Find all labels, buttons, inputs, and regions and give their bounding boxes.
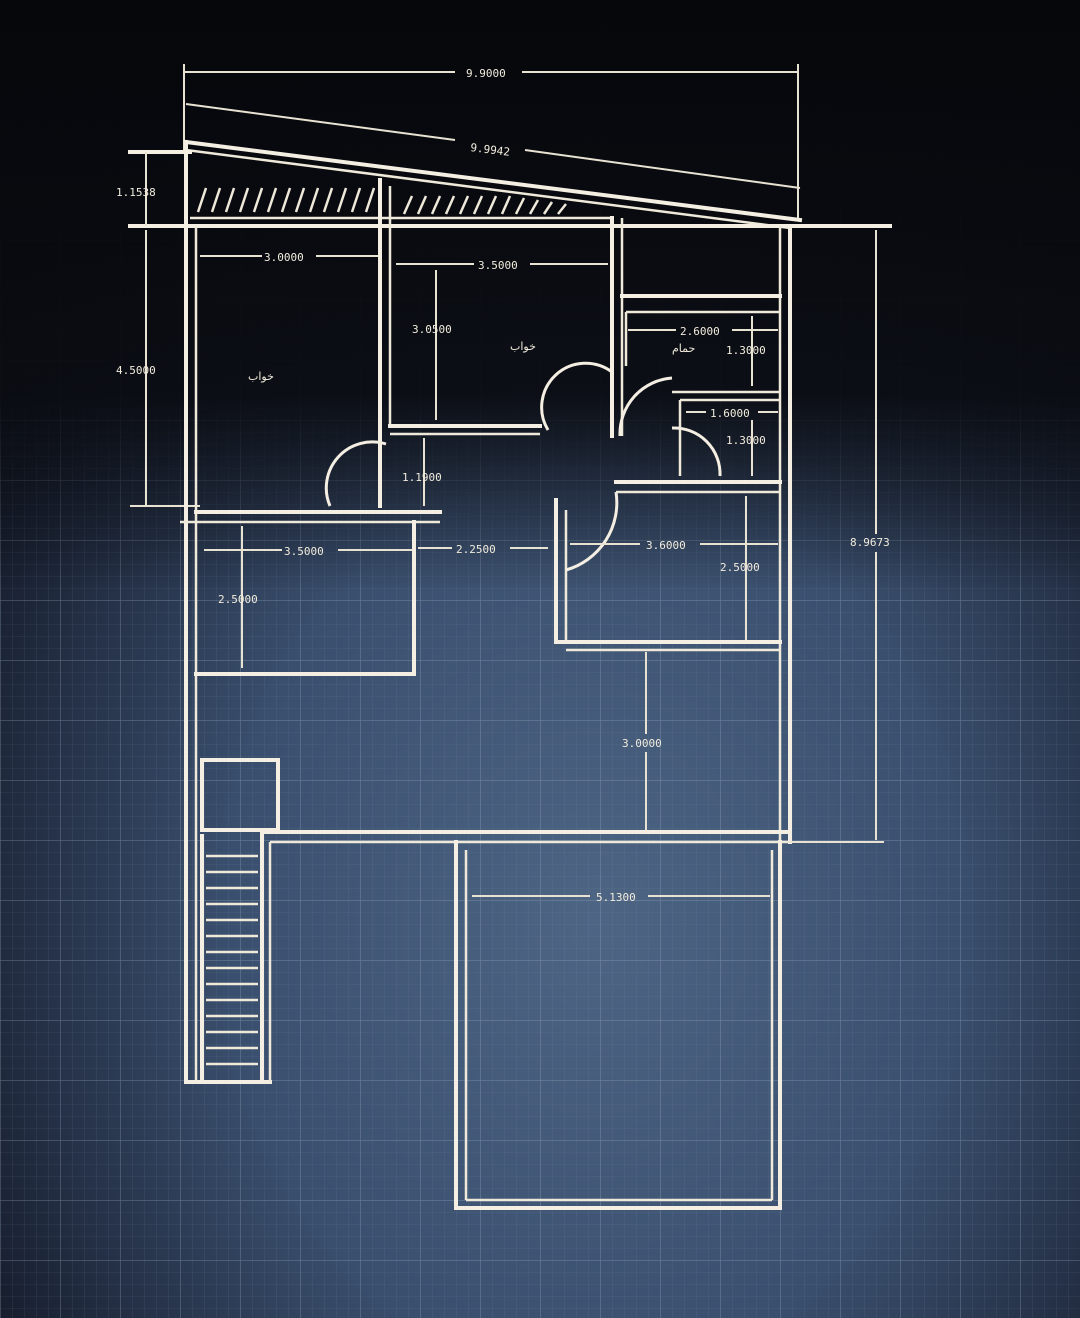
dim-label-right-height: 8.9673 <box>850 536 890 549</box>
bath-room: 2.6000 1.3000 حمام <box>618 294 782 437</box>
room-lower-right: 3.6000 2.5000 <box>554 480 782 652</box>
dim-overall-width: 9.9000 <box>183 64 799 220</box>
dim-label-sloped-width: 9.9942 <box>470 141 511 159</box>
dim-sloped-width: 9.9942 <box>185 103 801 189</box>
staircase <box>200 758 280 1084</box>
dim-right-height: 8.9673 <box>790 230 890 843</box>
dim-label-lower-right-height: 2.5000 <box>720 561 760 574</box>
bedroom-left: 3.0000 خواب <box>180 178 442 524</box>
dim-label-wc-height: 1.3000 <box>726 434 766 447</box>
dim-roof-depth: 1.1538 <box>116 152 156 226</box>
dim-label-bedroom-mid-width: 3.5000 <box>478 259 518 272</box>
terrace: 5.1300 <box>454 840 782 1210</box>
dim-label-bath-width: 2.6000 <box>680 325 720 338</box>
dim-label-lower-left-width: 3.5000 <box>284 545 324 558</box>
dim-label-bedroom-left-width: 3.0000 <box>264 251 304 264</box>
dim-label-lower-left-height: 2.5000 <box>218 593 258 606</box>
dim-label-terrace-width: 5.1300 <box>596 891 636 904</box>
bedroom-middle: 3.5000 3.0500 خواب <box>324 216 624 507</box>
dim-corridor: 2.2500 <box>418 543 548 556</box>
dim-hall-small: 1.1900 <box>402 438 442 506</box>
dim-label-lower-right-width: 3.6000 <box>646 539 686 552</box>
room-label-bedroom-left: خواب <box>248 370 274 383</box>
dim-label-wc-width: 1.6000 <box>710 407 750 420</box>
roof-pergola <box>128 139 892 230</box>
room-lower-left: 3.5000 2.5000 <box>194 520 416 676</box>
dim-lower-corridor: 3.0000 <box>622 652 662 830</box>
outer-walls <box>184 140 792 1084</box>
dim-label-corridor: 2.2500 <box>456 543 496 556</box>
wc-room: 1.6000 1.3000 <box>671 390 780 477</box>
dim-label-lower-corridor: 3.0000 <box>622 737 662 750</box>
dim-label-roof-depth: 1.1538 <box>116 186 156 199</box>
dim-label-overall-width: 9.9000 <box>466 67 506 80</box>
dim-label-left-height: 4.5000 <box>116 364 156 377</box>
room-label-bath: حمام <box>672 342 695 355</box>
dim-label-hall-small: 1.1900 <box>402 471 442 484</box>
room-label-bedroom-mid: خواب <box>510 340 536 353</box>
slab-edge <box>260 830 792 844</box>
dim-label-bath-height: 1.3000 <box>726 344 766 357</box>
dim-label-bedroom-mid-height: 3.0500 <box>412 323 452 336</box>
dim-left-height: 4.5000 <box>116 230 200 507</box>
